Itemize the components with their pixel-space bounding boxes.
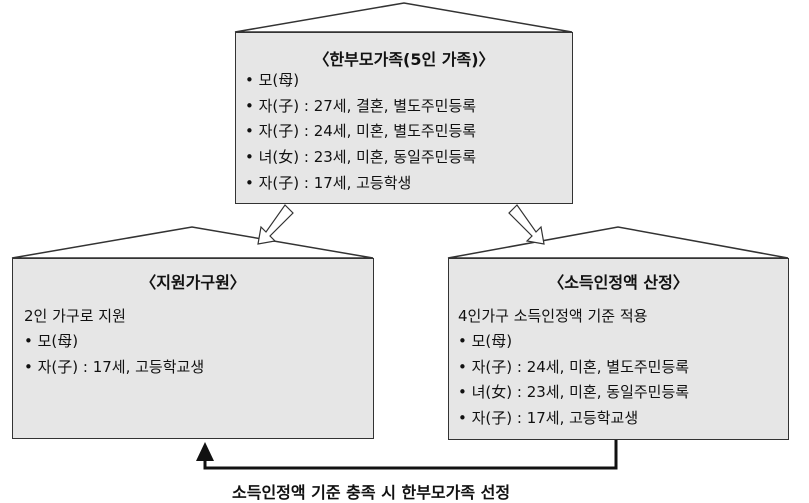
right-box-title: 〈소득인정액 산정〉 — [548, 273, 689, 292]
top-line-4: • 녀(女) : 23세, 미혼, 동일주민등록 — [245, 148, 477, 166]
left-roof — [11, 226, 374, 259]
left-box — [12, 258, 374, 439]
right-box — [448, 258, 789, 440]
right-roof — [447, 226, 789, 259]
right-line-5: • 자(子) : 17세, 고등학교생 — [458, 409, 639, 427]
right-line-4: • 녀(女) : 23세, 미혼, 동일주민등록 — [458, 383, 690, 401]
top-line-5: • 자(子) : 17세, 고등학생 — [245, 174, 412, 192]
top-roof — [234, 2, 573, 33]
top-line-1: • 모(母) — [245, 71, 300, 89]
left-line-2: • 모(母) — [24, 332, 79, 350]
top-line-3: • 자(子) : 24세, 미혼, 별도주민등록 — [245, 122, 477, 140]
selection-criteria-label: 소득인정액 기준 충족 시 한부모가족 선정 — [232, 483, 511, 502]
left-line-1: 2인 가구로 지원 — [24, 307, 126, 325]
left-box-title: 〈지원가구원〉 — [140, 273, 246, 292]
right-line-3: • 자(子) : 24세, 미혼, 별도주민등록 — [458, 358, 690, 376]
return-arrow-line — [203, 440, 618, 470]
right-line-2: • 모(母) — [458, 332, 513, 350]
return-arrow-head-icon — [196, 442, 214, 461]
top-box — [235, 32, 573, 204]
top-line-2: • 자(子) : 27세, 결혼, 별도주민등록 — [245, 97, 477, 115]
arrow-to-left-icon — [257, 204, 294, 245]
right-line-1: 4인가구 소득인정액 기준 적용 — [458, 307, 648, 325]
left-line-3: • 자(子) : 17세, 고등학교생 — [24, 358, 205, 376]
arrow-to-right-icon — [508, 204, 545, 245]
top-box-title: 〈한부모가족(5인 가족)〉 — [313, 50, 495, 69]
